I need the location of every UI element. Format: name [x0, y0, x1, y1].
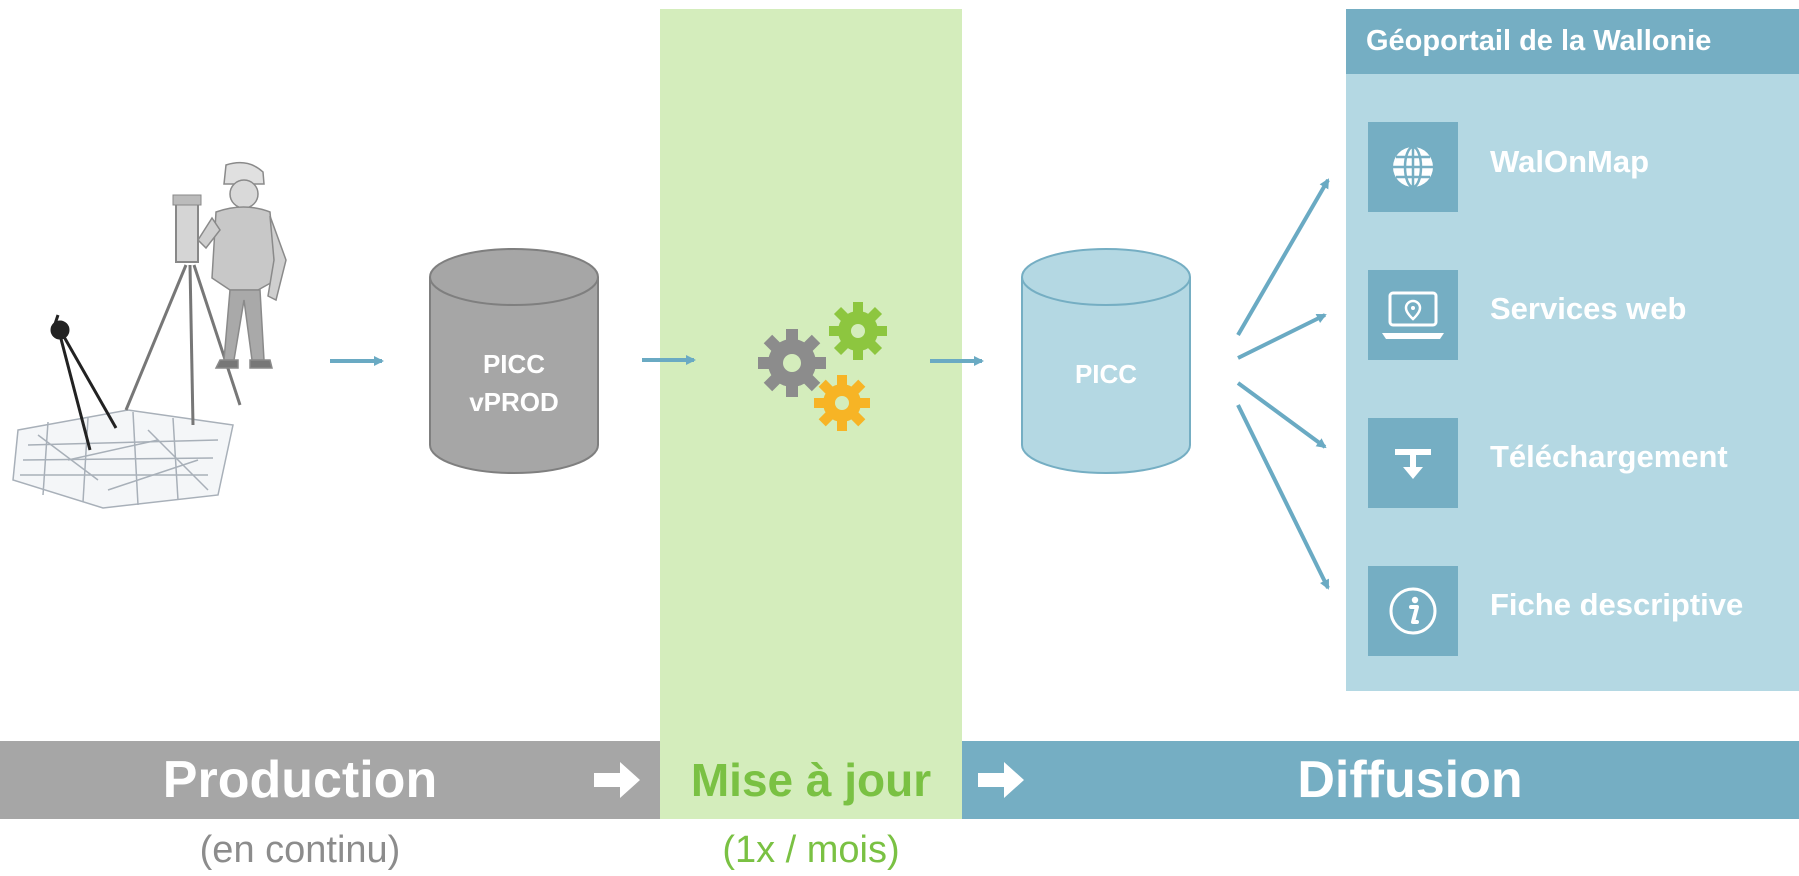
- service-walonmap[interactable]: WalOnMap: [1490, 144, 1650, 179]
- database-picc-vprod-label: PICC vPROD: [430, 345, 598, 421]
- arrow-picc-to-services: [1237, 313, 1327, 360]
- arrow-picc-to-fiche: [1236, 404, 1330, 590]
- production-label: Production: [162, 751, 438, 809]
- update-label: Mise à jour: [690, 754, 932, 806]
- flow-arrows: [330, 178, 1330, 590]
- service-fiche-descriptive[interactable]: Fiche descriptive: [1490, 587, 1744, 622]
- download-icon[interactable]: [1368, 418, 1458, 508]
- laptop-location-icon[interactable]: [1368, 270, 1458, 360]
- update-phase-column: [660, 9, 962, 819]
- gears-icon: [758, 302, 887, 431]
- geoportail-header: [1346, 9, 1799, 74]
- service-web[interactable]: Services web: [1490, 291, 1687, 326]
- production-frequency: (en continu): [199, 829, 401, 871]
- database-picc-label: PICC: [1074, 359, 1138, 389]
- database-picc: [1021, 248, 1191, 474]
- globe-icon[interactable]: [1368, 122, 1458, 212]
- arrow-right-icon: [594, 762, 640, 798]
- production-bar: [0, 741, 660, 819]
- geoportail-title: Géoportail de la Wallonie: [1366, 25, 1712, 57]
- arrow-picc-to-walonmap: [1236, 178, 1330, 337]
- service-telechargement[interactable]: Téléchargement: [1490, 439, 1728, 474]
- diffusion-label: Diffusion: [1297, 751, 1523, 809]
- database-vprod-line2: vPROD: [469, 387, 559, 417]
- database-picc-vprod: [429, 248, 599, 474]
- diffusion-bar: [962, 741, 1799, 819]
- surveyor-illustration: [12, 161, 287, 509]
- arrow-picc-to-telechargement: [1236, 381, 1327, 449]
- arrow-right-icon: [978, 762, 1024, 798]
- info-icon[interactable]: [1368, 566, 1458, 656]
- database-vprod-line1: PICC: [482, 349, 546, 379]
- update-frequency: (1x / mois): [722, 829, 900, 871]
